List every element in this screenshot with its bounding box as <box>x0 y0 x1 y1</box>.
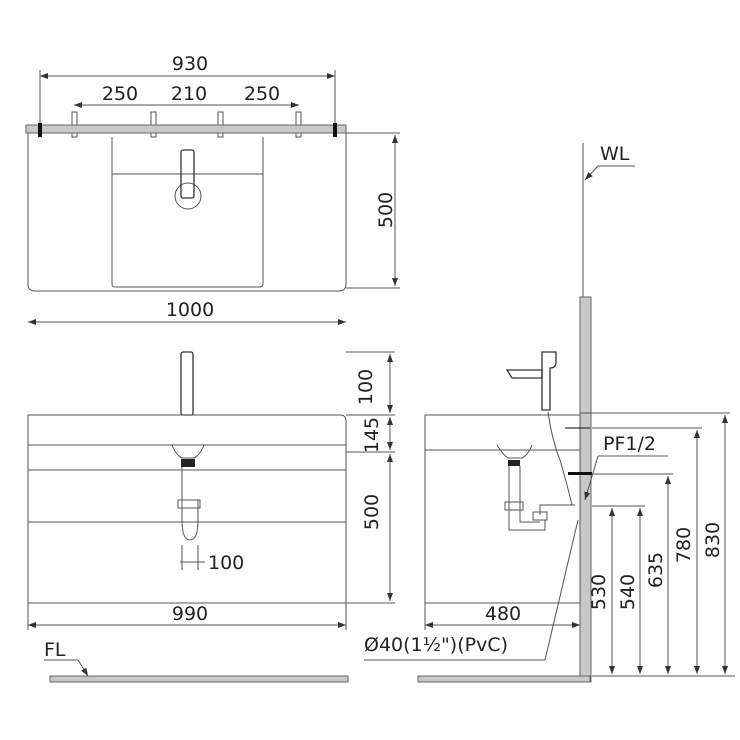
floor-line <box>49 675 349 683</box>
dim-100-faucet: 100 <box>355 369 377 405</box>
counter-side <box>424 414 581 451</box>
faucet-front-icon <box>180 351 194 416</box>
dim-500-height: 500 <box>361 494 383 530</box>
dim-930: 930 <box>172 53 208 75</box>
dim-530: 530 <box>588 574 610 610</box>
dim-830: 830 <box>702 522 724 558</box>
dim-480: 480 <box>485 603 521 625</box>
drain-trap-icon <box>171 444 205 541</box>
dim-210: 210 <box>171 83 207 105</box>
wall-rail <box>25 124 347 134</box>
dim-100-drain: 100 <box>208 552 244 574</box>
wall <box>579 296 592 683</box>
side-view: WL PF1/2 530 540 635 <box>364 143 735 683</box>
top-view: 930 250 210 250 500 1000 <box>25 53 400 325</box>
faucet-top-icon <box>180 149 195 199</box>
dim-540: 540 <box>617 574 639 610</box>
floor-line-side <box>417 675 591 683</box>
drain-pipe-label: Ø40(1½")(PvC) <box>364 634 508 656</box>
dim-635: 635 <box>645 552 667 588</box>
dim-780: 780 <box>673 527 695 563</box>
counter-top <box>27 414 347 446</box>
faucet-base-icon <box>174 182 202 210</box>
drain-trap-side-icon <box>496 427 592 531</box>
cabinet <box>27 444 347 604</box>
front-view: 100 145 500 100 990 FL <box>27 351 395 683</box>
top-outline <box>27 133 347 292</box>
dim-250-left: 250 <box>102 83 138 105</box>
supply-label: PF1/2 <box>603 433 656 455</box>
dim-990: 990 <box>172 603 208 625</box>
basin-outline <box>111 137 264 288</box>
dim-145: 145 <box>361 417 383 453</box>
cabinet-side <box>424 449 581 604</box>
faucet-side-icon <box>505 351 573 506</box>
dim-250-right: 250 <box>244 83 280 105</box>
dim-500-depth: 500 <box>375 192 397 228</box>
floor-label: FL <box>44 639 66 661</box>
wall-label: WL <box>600 143 630 165</box>
dim-1000: 1000 <box>166 299 214 321</box>
